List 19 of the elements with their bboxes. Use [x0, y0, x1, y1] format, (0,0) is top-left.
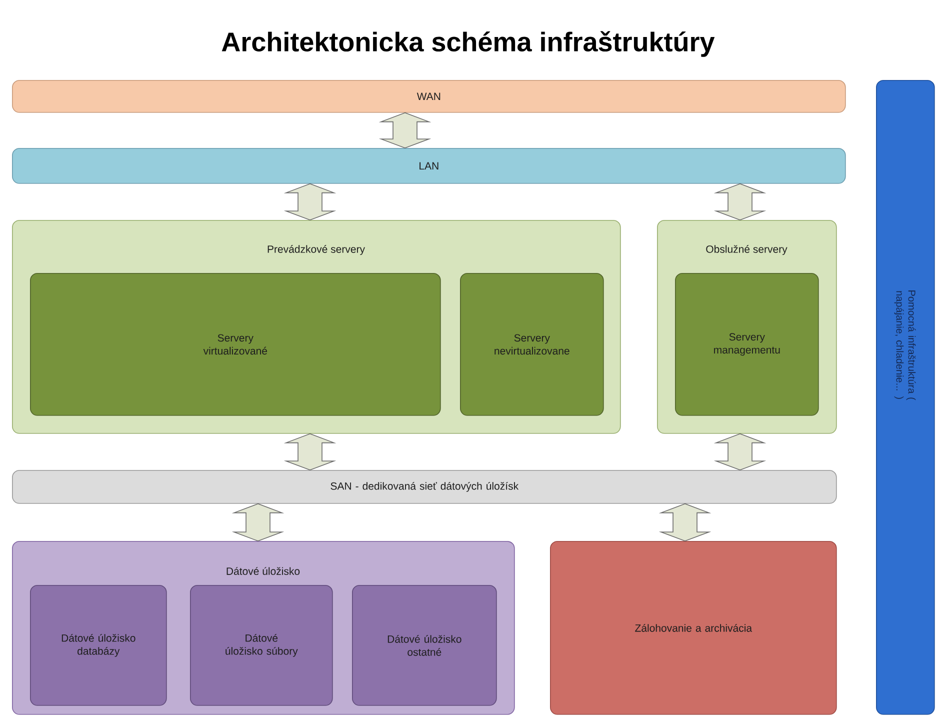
- server-box: Servery nevirtualizovane: [460, 273, 604, 416]
- diagram-title: Architektonicka schéma infraštruktúry: [222, 31, 715, 57]
- network-band: LAN: [12, 148, 846, 184]
- storage-box: Dátové úložisko ostatné: [352, 585, 497, 706]
- server-box: Servery managementu: [675, 273, 819, 416]
- double-arrow: [284, 183, 336, 220]
- storage-box: Dátové úložisko súbory: [190, 585, 333, 706]
- double-arrow: [232, 503, 284, 542]
- double-arrow: [658, 503, 712, 542]
- network-band: SAN - dedikovaná sieť dátových úložísk: [12, 470, 837, 504]
- backup-box: Zálohovanie a archivácia: [550, 541, 837, 715]
- server-box: Servery virtualizované: [30, 273, 441, 416]
- network-band: WAN: [12, 80, 846, 113]
- infrastructure-bar: Pomocná infraštruktúra ( napájanie, chladenie... ): [876, 80, 935, 715]
- double-arrow: [714, 183, 766, 220]
- double-arrow: [714, 433, 766, 470]
- double-arrow: [378, 112, 432, 148]
- storage-box: Dátové úložisko databázy: [30, 585, 167, 706]
- double-arrow: [284, 433, 336, 470]
